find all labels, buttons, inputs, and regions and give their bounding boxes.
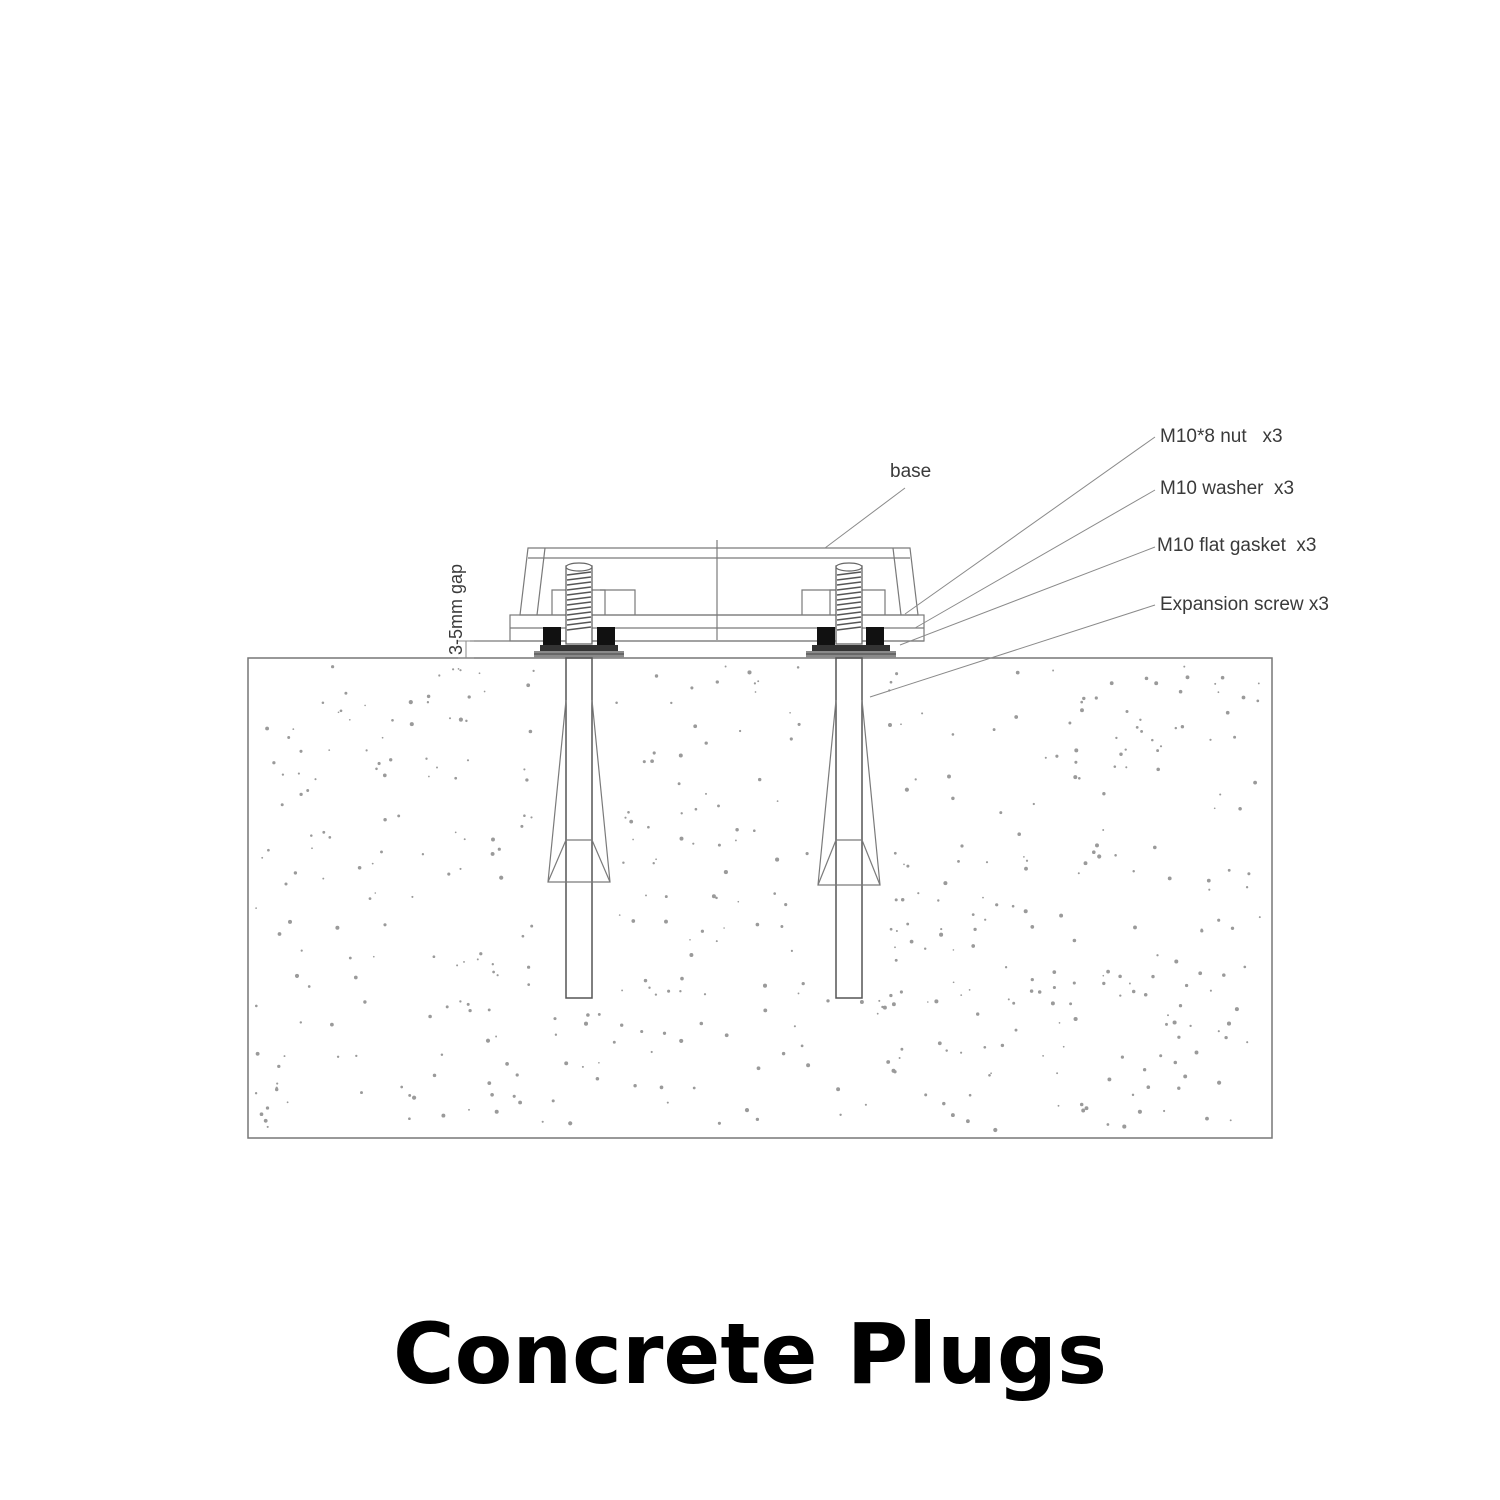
screw-leader — [869, 604, 1156, 698]
nut-label: M10*8 nut x3 — [1160, 426, 1283, 447]
page-caption: Concrete Plugs — [393, 1305, 1107, 1403]
leader-lines — [824, 436, 1156, 698]
washer-label: M10 washer x3 — [1160, 478, 1294, 499]
anchor-right — [806, 562, 896, 999]
gasket-left — [534, 651, 624, 658]
gasket-leader — [899, 546, 1156, 646]
washer-leader — [914, 489, 1156, 629]
washer-right — [812, 645, 890, 651]
concrete-speckles — [254, 665, 1261, 1133]
gap-dimension: 3-5mm gap — [446, 564, 474, 659]
expansion-sleeve-left — [547, 657, 611, 999]
anchor-left — [534, 562, 624, 999]
gasket-label: M10 flat gasket x3 — [1157, 535, 1316, 556]
expansion-sleeve-right — [817, 657, 881, 999]
gasket-right — [806, 651, 896, 658]
concrete-block — [247, 657, 1273, 1139]
nut-right — [817, 627, 884, 645]
nut-left — [543, 627, 615, 645]
threaded-stud-right — [835, 562, 863, 645]
gap-label: 3-5mm gap — [446, 564, 466, 655]
threaded-stud-left — [565, 562, 593, 645]
base-leader — [824, 487, 906, 549]
washer-left — [540, 645, 618, 651]
base-label: base — [890, 461, 931, 482]
nut-leader — [904, 436, 1156, 615]
screw-label: Expansion screw x3 — [1160, 594, 1329, 615]
